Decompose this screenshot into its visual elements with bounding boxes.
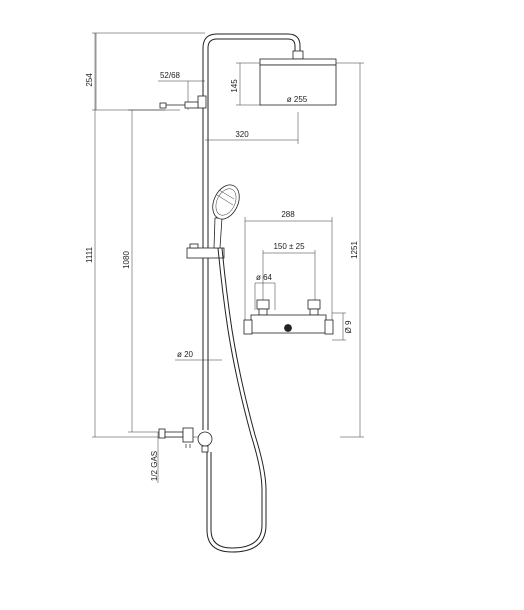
mixer-handle-right — [324, 319, 334, 335]
dim-label-gas: 1/2 GAS — [150, 451, 159, 481]
dim-label-1080: 1080 — [122, 251, 131, 269]
dim-label-bar-diameter: ø 20 — [177, 350, 194, 359]
upper-wall-bracket — [197, 95, 207, 109]
mixer-outlet — [284, 324, 292, 332]
dim-label-inlet-diameter: ø 64 — [256, 273, 273, 282]
dim-label-320: 320 — [235, 130, 249, 139]
arm-fitting — [292, 50, 304, 60]
dim-label-52-68: 52/68 — [160, 71, 181, 80]
shower-hose — [206, 247, 267, 553]
hand-shower-handle — [213, 217, 223, 249]
bottom-wall-flange — [158, 428, 166, 439]
hose-outlet — [197, 431, 213, 447]
riser-bend — [202, 33, 301, 52]
mixer-handle-left — [243, 319, 253, 335]
dim-label-1111: 1111 — [85, 246, 94, 263]
dim-label-mixer-width: 288 — [281, 210, 295, 219]
bottom-connector — [182, 427, 194, 443]
dim-label-145: 145 — [230, 79, 239, 93]
mixer-inlet-right — [307, 299, 321, 310]
dim-label-254: 254 — [85, 73, 94, 87]
shower-head-top — [259, 58, 337, 66]
dim-label-1251: 1251 — [350, 241, 359, 259]
dim-label-mixer-centers: 150 ± 25 — [273, 242, 305, 251]
slider-bracket — [186, 247, 225, 259]
hand-shower-head — [212, 184, 240, 220]
mixer-inlet-left — [256, 299, 270, 310]
dim-label-mixer-depth: Ø 9 — [344, 320, 353, 333]
dim-label-head-diameter: ø 255 — [287, 95, 308, 104]
shower-head — [259, 64, 337, 106]
